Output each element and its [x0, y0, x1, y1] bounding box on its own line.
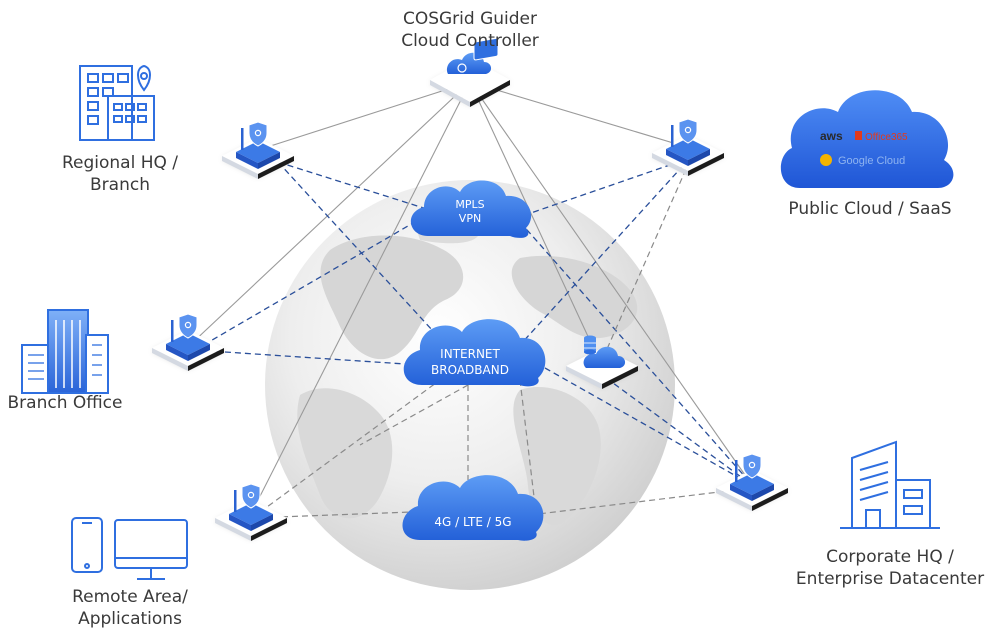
internet-label-line1: INTERNET: [440, 347, 500, 361]
branch-office-label: Branch Office: [0, 392, 130, 414]
overlay-links-blue: [194, 157, 756, 489]
mobile-phone-icon: [71, 517, 103, 573]
controller-label-line2: Cloud Controller: [401, 31, 539, 51]
router-regional-hq[interactable]: [222, 122, 294, 179]
branch-office-label-line1: Branch Office: [7, 393, 123, 413]
regional-hq-building-icon: [79, 64, 155, 141]
database-icon: [584, 335, 596, 355]
aws-logo: aws: [820, 129, 843, 143]
remote-area-label: Remote Area/ Applications: [50, 586, 210, 630]
remote-area-label-line2: Applications: [78, 609, 182, 629]
mpls-label-line2: VPN: [458, 212, 482, 225]
branch-office-building-icon: [21, 309, 109, 394]
datacenter-cloud-node[interactable]: [566, 335, 638, 390]
regional-hq-label: Regional HQ / Branch: [40, 152, 200, 196]
office-icon: [855, 131, 862, 140]
controller-label-line1: COSGrid Guider: [402, 9, 538, 29]
cellular-label-line1: 4G / LTE / 5G: [434, 515, 512, 529]
remote-area-label-line1: Remote Area/: [72, 587, 188, 607]
router-public-cloud[interactable]: [652, 119, 724, 176]
public-cloud-label: Public Cloud / SaaS: [770, 198, 970, 220]
mpls-vpn-label: MPLS VPN: [430, 198, 510, 226]
google-cloud-logo: Google Cloud: [838, 155, 905, 167]
desktop-monitor-icon: [114, 519, 188, 580]
mpls-vpn-cloud: [410, 180, 532, 238]
controller-links: [189, 81, 753, 513]
public-cloud-icon: aws Office365 Google Cloud: [780, 90, 954, 188]
internet-broadband-cloud: [403, 319, 546, 387]
corporate-hq-label: Corporate HQ / Enterprise Datacenter: [790, 546, 990, 590]
google-cloud-icon: [820, 154, 832, 166]
corporate-hq-building-icon: [840, 440, 940, 529]
cellular-label: 4G / LTE / 5G: [418, 514, 528, 530]
controller-label: COSGrid Guider Cloud Controller: [370, 8, 570, 52]
internet-label-line2: BROADBAND: [431, 363, 509, 377]
internet-broadband-label: INTERNET BROADBAND: [415, 346, 525, 378]
public-cloud-label-line1: Public Cloud / SaaS: [788, 199, 952, 219]
cellular-cloud: [402, 475, 544, 541]
corporate-hq-label-line1: Corporate HQ /: [826, 547, 954, 567]
corporate-hq-label-line2: Enterprise Datacenter: [795, 569, 985, 589]
mpls-label-line1: MPLS: [455, 198, 485, 211]
router-corporate-hq[interactable]: [716, 454, 788, 511]
overlay-links-gray: [251, 159, 753, 519]
router-remote-area[interactable]: [215, 484, 287, 541]
regional-hq-label-line2: Branch: [90, 175, 150, 195]
regional-hq-label-line1: Regional HQ /: [61, 153, 179, 173]
cloud-controller-node[interactable]: [430, 37, 510, 107]
office365-logo: Office365: [865, 132, 908, 143]
